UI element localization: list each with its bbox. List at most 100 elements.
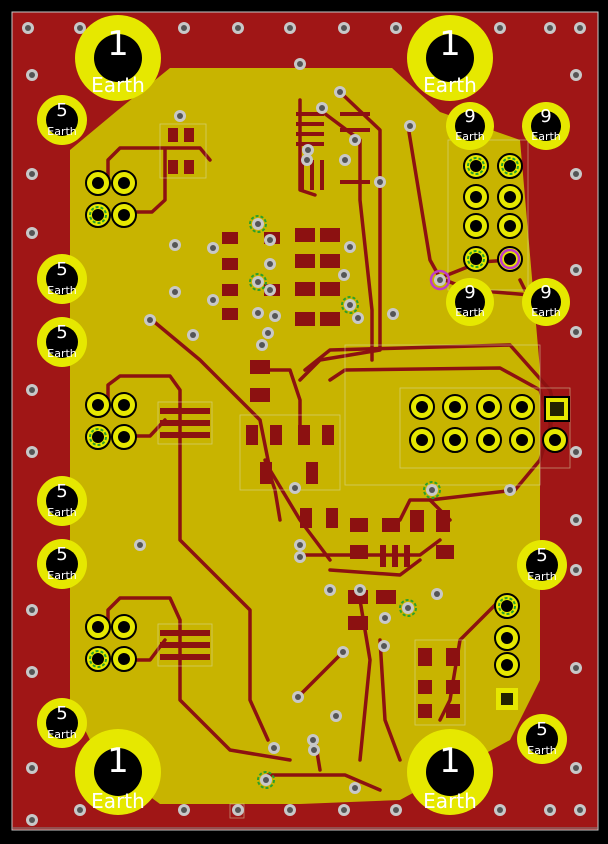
- via-drill: [547, 807, 553, 813]
- pin5-right-1-number: 5: [536, 545, 547, 566]
- net-marker: [423, 481, 441, 499]
- net-marker-magenta: [429, 269, 451, 291]
- pin5-left-5-label: Earth: [47, 569, 77, 582]
- pin5-left-1-label: Earth: [47, 125, 77, 138]
- through-hole-pad: [476, 427, 502, 453]
- via-drill: [292, 485, 298, 491]
- via-drill: [573, 72, 579, 78]
- through-hole-pad: [497, 213, 523, 239]
- pin9-pad: [522, 102, 570, 150]
- via-drill: [355, 315, 361, 321]
- via-drill: [267, 261, 273, 267]
- via-drill: [507, 487, 513, 493]
- earth-top-left-label: Earth: [91, 73, 145, 97]
- via-drill: [340, 649, 346, 655]
- via-drill: [573, 517, 579, 523]
- pin5-pad: [517, 714, 567, 764]
- pin9-pad: [446, 102, 494, 150]
- pin5-left-5-number: 5: [56, 544, 67, 565]
- pin5-left-2-label: Earth: [47, 284, 77, 297]
- via-drill: [77, 25, 83, 31]
- net-marker: [89, 206, 107, 224]
- through-hole-pad: [442, 394, 468, 420]
- through-hole-pad: [509, 427, 535, 453]
- via-drill: [573, 665, 579, 671]
- pin5-left-3-number: 5: [56, 322, 67, 343]
- pin5-left-4-label: Earth: [47, 506, 77, 519]
- through-hole-pad: [442, 427, 468, 453]
- via-drill: [287, 25, 293, 31]
- via-drill: [573, 267, 579, 273]
- via-drill: [29, 765, 35, 771]
- earth-top-right-label: Earth: [423, 73, 477, 97]
- through-hole-pad: [494, 652, 520, 678]
- earth-bottom-right-number: 1: [439, 741, 461, 781]
- via-drill: [267, 237, 273, 243]
- through-hole-pad: [494, 625, 520, 651]
- pin5-left-1-number: 5: [56, 100, 67, 121]
- through-hole-pad: [111, 392, 137, 418]
- via-drill: [181, 807, 187, 813]
- via-drill: [341, 272, 347, 278]
- via-drill: [259, 342, 265, 348]
- via-drill: [29, 72, 35, 78]
- via-drill: [177, 113, 183, 119]
- pin9-3-label: Earth: [455, 306, 485, 319]
- mounting-pads: [37, 15, 570, 815]
- via-drill: [341, 25, 347, 31]
- via-drill: [297, 61, 303, 67]
- through-hole-pad: [509, 394, 535, 420]
- through-hole-pad: [463, 184, 489, 210]
- vias: [22, 22, 586, 826]
- via-drill: [573, 567, 579, 573]
- pin5-pad: [37, 317, 87, 367]
- via-drill: [577, 25, 583, 31]
- via-drill: [181, 25, 187, 31]
- pin9-2-label: Earth: [531, 130, 561, 143]
- net-marker: [249, 273, 267, 291]
- earth-mount-pad: [75, 729, 161, 815]
- via-drill: [267, 287, 273, 293]
- via-drill: [255, 221, 261, 227]
- net-marker: [467, 157, 485, 175]
- via-drill: [190, 332, 196, 338]
- via-drill: [297, 542, 303, 548]
- via-drill: [29, 449, 35, 455]
- via-drill: [265, 330, 271, 336]
- via-drill: [272, 313, 278, 319]
- pin5-pad: [517, 540, 567, 590]
- via-drill: [147, 317, 153, 323]
- net-marker: [249, 215, 267, 233]
- pin9-1-number: 9: [464, 106, 475, 127]
- via-drill: [295, 694, 301, 700]
- through-hole-pad: [409, 427, 435, 453]
- net-marker: [467, 250, 485, 268]
- pin9-4-number: 9: [540, 282, 551, 303]
- earth-bottom-left-number: 1: [107, 741, 129, 781]
- via-drill: [497, 25, 503, 31]
- pin9-4-label: Earth: [531, 306, 561, 319]
- via-drill: [29, 607, 35, 613]
- net-marker: [89, 650, 107, 668]
- through-hole-pad: [111, 424, 137, 450]
- via-drill: [172, 289, 178, 295]
- through-hole-pad: [111, 170, 137, 196]
- pin9-2-number: 9: [540, 106, 551, 127]
- through-hole-pad: [111, 646, 137, 672]
- net-marker: [89, 428, 107, 446]
- via-drill: [255, 310, 261, 316]
- via-drill: [393, 807, 399, 813]
- via-drill: [577, 807, 583, 813]
- pin5-pad: [37, 95, 87, 145]
- through-hole-pads: [85, 153, 568, 678]
- through-hole-pad: [409, 394, 435, 420]
- via-drill: [393, 25, 399, 31]
- earth-bottom-left-label: Earth: [91, 789, 145, 813]
- earth-mount-pad: [75, 15, 161, 101]
- pin9-3-number: 9: [464, 282, 475, 303]
- earth-labels: 1 Earth 1 Earth 1 Earth 1 Earth: [91, 24, 477, 813]
- earth-mount-pad: [407, 729, 493, 815]
- net-marker: [341, 296, 359, 314]
- through-hole-pad: [463, 213, 489, 239]
